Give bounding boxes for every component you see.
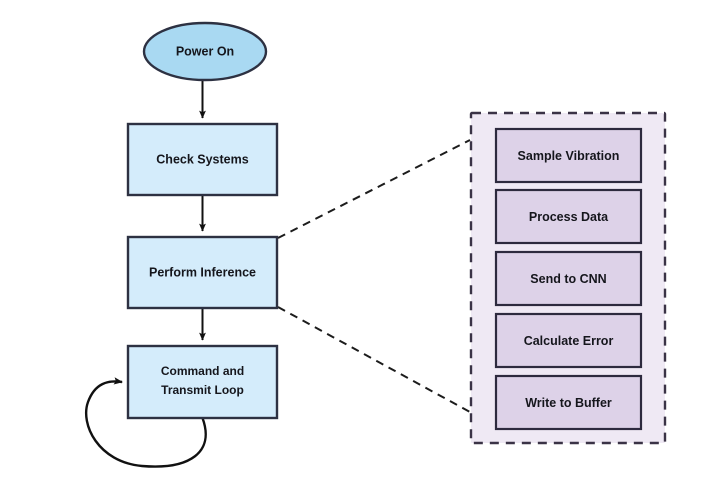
detail-step-label: Process Data [529, 210, 609, 224]
node-power-on-shape [142, 21, 268, 82]
node-check-systems[interactable]: Check Systems [126, 122, 279, 197]
callout-connectors [277, 139, 471, 413]
node-command-and-transmit-loop-shape [126, 344, 279, 420]
detail-step-calculate-error[interactable]: Calculate Error [494, 312, 643, 369]
node-command-and-transmit-loop[interactable]: Command and Transmit Loop [126, 344, 279, 420]
node-command-and-transmit-loop-label-line1: Command and [161, 364, 244, 378]
node-power-on-label: Power On [176, 44, 234, 58]
detail-step-write-to-buffer[interactable]: Write to Buffer [494, 374, 643, 431]
detail-step-label: Calculate Error [524, 334, 614, 348]
node-check-systems-label: Check Systems [156, 152, 248, 166]
detail-step-box [494, 188, 643, 245]
connector-command-loop-self-loop [85, 377, 207, 468]
detail-step-label: Write to Buffer [525, 396, 612, 410]
node-command-and-transmit-loop-label-line2: Transmit Loop [161, 383, 244, 397]
node-perform-inference-shape [126, 235, 279, 310]
main-flow-nodes: Power On Check Systems Perform Inference… [126, 21, 279, 420]
callout-line-bottom [277, 306, 471, 413]
node-check-systems-shape [126, 122, 279, 197]
detail-step-label: Sample Vibration [518, 149, 620, 163]
node-perform-inference-label: Perform Inference [149, 265, 256, 279]
detail-step-process-data[interactable]: Process Data [494, 188, 643, 245]
detail-step-label: Send to CNN [530, 272, 606, 286]
main-flow-connectors [85, 80, 207, 468]
detail-panel-group: Sample Vibration Process Data Send to CN… [469, 111, 667, 445]
detail-step-box [494, 250, 643, 307]
detail-step-box [494, 312, 643, 369]
detail-step-send-to-cnn[interactable]: Send to CNN [494, 250, 643, 307]
node-power-on[interactable]: Power On [142, 21, 268, 82]
node-perform-inference[interactable]: Perform Inference [126, 235, 279, 310]
detail-step-sample-vibration[interactable]: Sample Vibration [494, 127, 643, 184]
detail-step-box [494, 127, 643, 184]
detail-step-box [494, 374, 643, 431]
callout-line-top [277, 139, 471, 239]
